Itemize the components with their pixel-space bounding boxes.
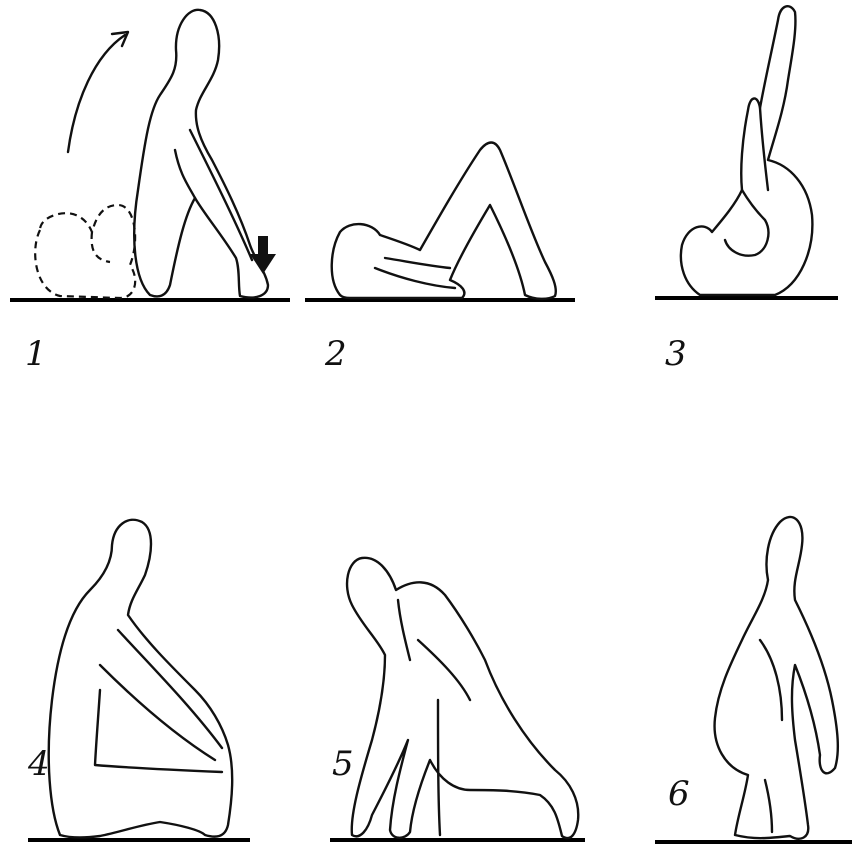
motion-arrow-icon [68,35,125,152]
panel-1: 1 [10,10,290,374]
figure-2-outline [332,143,556,299]
panel-number-2: 2 [324,334,347,374]
figure-5-outline [347,558,578,838]
panel-6: 6 [655,517,852,842]
panel-number-1: 1 [25,334,47,374]
panel-2: 2 [305,143,575,375]
figure-4-outline [49,520,232,838]
panel-number-5: 5 [332,744,354,784]
panel-4: 4 [27,520,250,840]
panel-number-6: 6 [668,774,690,814]
previous-position-outline [35,205,135,298]
push-down-arrow-icon [250,236,276,274]
panel-5: 5 [330,558,585,840]
panel-number-4: 4 [27,744,50,784]
panel-number-3: 3 [665,334,687,374]
figure-3-outline [681,6,812,295]
panel-3: 3 [655,6,838,374]
